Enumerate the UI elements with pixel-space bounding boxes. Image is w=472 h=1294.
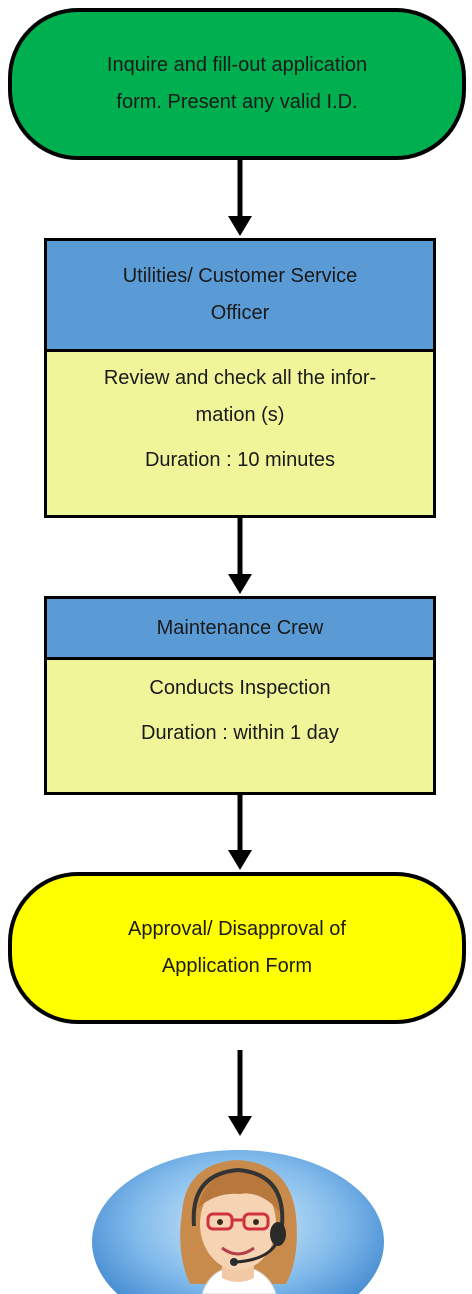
end-step-line-1: Approval/ Disapproval of (128, 918, 346, 940)
start-step-line-1: Inquire and fill-out application (106, 54, 368, 76)
start-step-pill: Inquire and fill-out application form. P… (8, 8, 466, 160)
crew-duration: Duration : within 1 day (141, 722, 339, 744)
crew-body: Conducts Inspection Duration : within 1 … (44, 660, 436, 795)
arrow-down-icon (228, 518, 252, 594)
crew-desc: Conducts Inspection (149, 677, 331, 699)
officer-body: Review and check all the infor- mation (… (44, 352, 436, 518)
officer-desc-line-2: mation (s) (195, 404, 285, 426)
start-step-text: Inquire and fill-out application form. P… (107, 47, 367, 121)
crew-header-label: Maintenance Crew (156, 616, 324, 639)
start-step-line-2: form. Present any valid I.D. (116, 91, 358, 113)
arrow-down-icon (228, 795, 252, 870)
officer-header: Utilities/ Customer Service Officer (44, 238, 436, 352)
customer-service-agent-icon (92, 1150, 384, 1294)
officer-duration: Duration : 10 minutes (144, 449, 336, 471)
arrow-down-icon (228, 160, 252, 236)
crew-header: Maintenance Crew (44, 596, 436, 660)
arrow-down-icon (228, 1050, 252, 1136)
end-step-pill: Approval/ Disapproval of Application For… (8, 872, 466, 1024)
end-step-line-2: Application Form (161, 955, 313, 977)
officer-desc-line-1: Review and check all the infor- (103, 367, 377, 389)
officer-header-line-2: Officer (210, 302, 270, 324)
officer-header-line-1: Utilities/ Customer Service (122, 265, 358, 287)
